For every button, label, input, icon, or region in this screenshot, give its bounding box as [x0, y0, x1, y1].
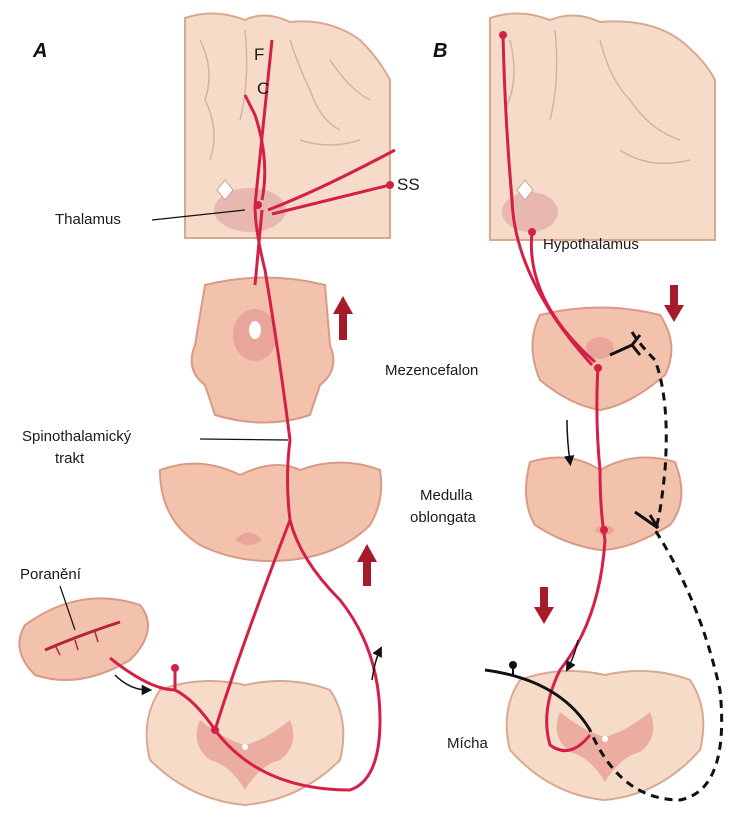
brain-section-a	[185, 13, 390, 238]
descending-arrow-b2	[534, 587, 554, 624]
injured-skin-patch	[19, 598, 148, 680]
label-medulla-1: Medulla	[420, 487, 473, 505]
label-c: C	[257, 80, 269, 98]
ascending-arrow-a1	[333, 296, 353, 340]
label-f: F	[254, 46, 264, 64]
flow-arrow-b1	[567, 420, 570, 462]
brain-section-b	[490, 13, 715, 240]
label-spinothalamic-1: Spinothalamický	[22, 428, 131, 446]
label-hypothalamus: Hypothalamus	[543, 236, 639, 254]
spinal-cord-b	[507, 671, 704, 800]
ascending-arrow-a2	[357, 544, 377, 586]
pathway-nodes-a	[171, 181, 394, 734]
spinothalamic-pointer	[200, 439, 288, 440]
descending-arrow-b1	[664, 285, 684, 322]
panel-b-label: B	[433, 40, 447, 63]
flow-arrow-a1	[115, 675, 148, 690]
label-spinothalamic-2: trakt	[55, 450, 84, 468]
label-medulla-2: oblongata	[410, 509, 476, 527]
label-thalamus: Thalamus	[55, 211, 121, 229]
panel-a-label: A	[33, 40, 47, 63]
label-spinal-cord: Mícha	[447, 735, 488, 753]
label-ss: SS	[397, 176, 420, 194]
label-mesencephalon: Mezencefalon	[385, 362, 478, 380]
label-injury: Poranění	[20, 566, 81, 584]
mesencephalon-b	[533, 308, 672, 411]
medulla-a	[160, 463, 381, 562]
mesencephalon-a	[192, 278, 334, 423]
